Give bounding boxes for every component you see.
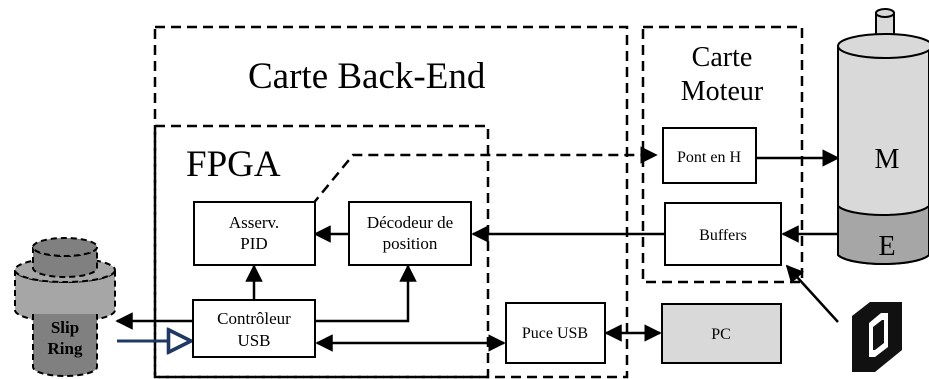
puce-usb-block: Puce USB <box>505 302 606 364</box>
controleur-label-line1: Contrôleur <box>217 309 291 328</box>
fpga-title: FPGA <box>186 144 281 185</box>
slip-ring-label-line2: Ring <box>48 339 83 358</box>
asserv-pid-block: Asserv. PID <box>193 201 316 266</box>
encoder-label: E <box>878 231 895 262</box>
puce-usb-label: Puce USB <box>522 325 588 342</box>
sensor-to-buffers-arrow <box>785 264 839 323</box>
pid-to-pont-dashed-link <box>311 146 658 206</box>
pc-block: PC <box>661 303 782 364</box>
pont-en-h-block: Pont en H <box>662 127 757 184</box>
fpga-region <box>153 124 490 379</box>
asserv-pid-label-line1: Asserv. <box>229 213 279 232</box>
buffers-label: Buffers <box>699 227 747 244</box>
optical-sensor-icon <box>852 302 902 372</box>
controleur-usb-block: Contrôleur USB <box>192 299 316 358</box>
pc-label: PC <box>711 326 731 343</box>
backend-title: Carte Back-End <box>248 56 486 97</box>
slip-ring-icon: Slip Ring <box>14 237 116 377</box>
motor-label: M <box>875 144 900 175</box>
motor-board-title-line1: Carte <box>692 42 753 73</box>
controleur-label-line2: USB <box>237 331 270 350</box>
slip-ring-label-line1: Slip <box>51 318 79 337</box>
decodeur-label-line2: position <box>383 234 438 253</box>
pont-en-h-label: Pont en H <box>677 149 741 166</box>
controleur-to-decodeur-arrow <box>315 264 417 323</box>
buffers-block: Buffers <box>664 202 782 266</box>
decodeur-position-block: Décodeur de position <box>348 201 472 266</box>
decodeur-label-line1: Décodeur de <box>367 213 453 232</box>
asserv-pid-label-line2: PID <box>240 234 267 253</box>
motor-board-title-line2: Moteur <box>681 76 764 107</box>
motor-encoder-cylinder: M E <box>837 8 929 265</box>
